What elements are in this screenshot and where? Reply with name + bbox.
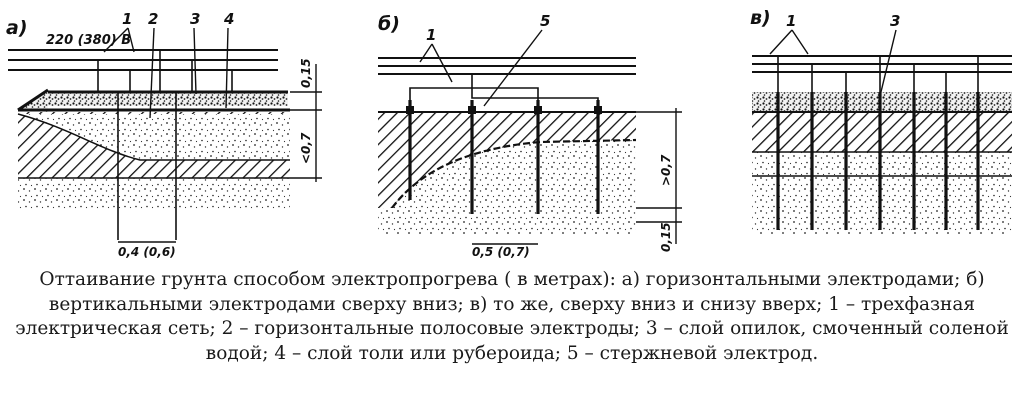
callout-a-3: 3 (190, 10, 200, 28)
sawdust-layer-c (752, 92, 1012, 112)
callout-b-5: 5 (540, 12, 550, 30)
dimension-lines-a (118, 64, 322, 243)
panel-c: в) (750, 7, 1012, 234)
thawed-zone-b (392, 140, 636, 208)
callout-c-1: 1 (786, 12, 796, 30)
drop-wires-c (777, 56, 979, 92)
callout-b-1: 1 (426, 26, 436, 44)
soil-layers-b (378, 111, 637, 234)
rod-electrodes-c (776, 92, 980, 230)
drop-wires-a (97, 50, 233, 240)
dim-b-mid: >0,7 (659, 154, 673, 186)
rod-heads-b (406, 106, 602, 114)
dimension-lines-b (472, 108, 682, 245)
callout-a-1: 1 (122, 10, 132, 28)
panel-c-letter: в) (750, 7, 771, 29)
three-phase-network-b (378, 57, 636, 75)
figure-caption: Оттаивание грунта способом электропрогре… (15, 269, 1009, 364)
ground-thawing-figure: а) 220 (380) В (6, 7, 1012, 259)
soil-layers-c (752, 92, 1012, 234)
dim-b-low: 0,15 (659, 222, 673, 252)
dim-b-bottom: 0,5 (0,7) (472, 245, 530, 259)
rod-electrodes-b (408, 100, 600, 214)
callouts-a (103, 27, 229, 119)
dim-a-mid: <0,7 (299, 132, 313, 164)
sawdust-layer-a (48, 92, 288, 106)
three-phase-network-c (752, 55, 1012, 73)
dim-a-bottom: 0,4 (0,6) (118, 245, 176, 259)
three-phase-network-a (8, 49, 278, 71)
panel-a-voltage: 220 (380) В (46, 33, 131, 48)
panel-a-letter: а) (6, 17, 28, 39)
callouts-b (419, 29, 543, 107)
soil-layers-a (17, 92, 290, 210)
callouts-c (769, 29, 897, 97)
callout-c-3: 3 (890, 12, 900, 30)
panel-b-letter: б) (378, 13, 400, 35)
callout-a-2: 2 (148, 10, 158, 28)
callout-a-4: 4 (223, 10, 234, 28)
horizontal-electrodes (17, 88, 288, 112)
dim-a-top: 0,15 (299, 58, 313, 88)
panel-b: б) (378, 12, 682, 259)
panel-a: а) 220 (380) В (6, 10, 322, 259)
thawed-zone-a (18, 114, 290, 160)
